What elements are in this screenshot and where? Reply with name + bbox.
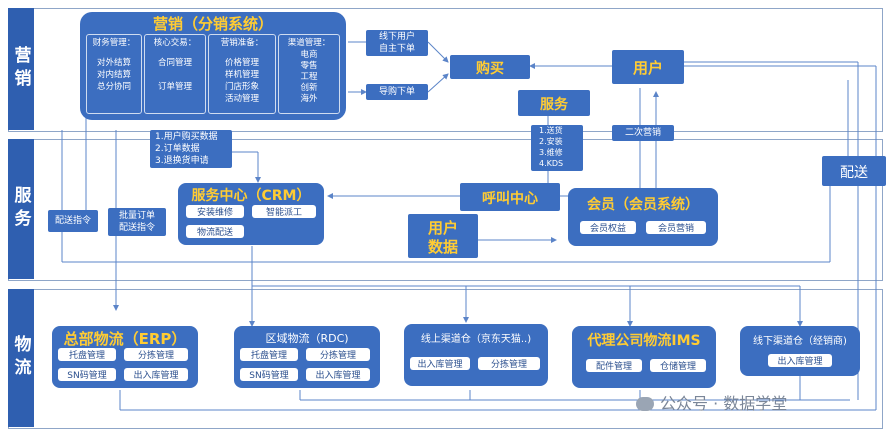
dispatch-command-box: 配送指令 xyxy=(48,210,98,232)
core-trade-group: 核心交易： 合同管理 订单管理 xyxy=(144,34,206,114)
agent-ims-box: 代理公司物流IMS 配件管理 仓储管理 xyxy=(572,326,716,388)
finance-group: 财务管理： 对外结算 对内结算 总分协同 xyxy=(86,34,142,114)
channel-group: 渠道管理： 电商 零售 工程 创新 海外 xyxy=(278,34,340,114)
offline-warehouse-item: 出入库管理 xyxy=(768,354,832,367)
user-data-line1: 用户 xyxy=(427,219,458,237)
guide-order-box: 导购下单 xyxy=(366,84,428,100)
wechat-icon xyxy=(636,397,654,411)
offline-user-line2: 自主下单 xyxy=(378,44,415,54)
batch-order-line1: 批量订单 xyxy=(118,211,155,221)
service-list-item: 4.KDS xyxy=(539,159,564,168)
marketing-prep-item: 门店形象 xyxy=(224,82,259,92)
offline-warehouse-title: 线下渠道仓（经销商) xyxy=(753,336,847,347)
finance-header: 财务管理： xyxy=(92,38,136,48)
online-warehouse-item: 出入库管理 xyxy=(410,357,470,370)
service-list-item: 2.安装 xyxy=(539,137,563,146)
erp-box: 总部物流（ERP） 托盘管理 分拣管理 SN码管理 出入库管理 xyxy=(52,326,198,388)
core-trade-header: 核心交易： xyxy=(153,38,197,48)
crm-box: 服务中心（CRM） 安装维修 智能派工 物流配送 xyxy=(178,183,324,245)
erp-item: SN码管理 xyxy=(58,368,116,381)
service-list-box: 1.送货 2.安装 3.维修 4.KDS xyxy=(531,125,583,171)
offline-user-line1: 线下用户 xyxy=(378,32,415,42)
erp-item: 出入库管理 xyxy=(124,368,188,381)
agent-ims-title: 代理公司物流IMS xyxy=(587,333,701,349)
marketing-prep-header: 营销准备： xyxy=(220,38,264,48)
member-title: 会员（会员系统） xyxy=(587,197,699,213)
call-center-box: 呼叫中心 xyxy=(460,183,560,211)
guide-order-label: 导购下单 xyxy=(378,87,415,97)
member-box: 会员（会员系统） 会员权益 会员营销 xyxy=(568,188,718,246)
online-warehouse-title: 线上渠道仓（京东天猫..) xyxy=(420,334,532,345)
rdc-item: 托盘管理 xyxy=(240,348,298,361)
member-item: 会员营销 xyxy=(646,221,706,234)
erp-item: 分拣管理 xyxy=(124,348,188,361)
channel-item: 创新 xyxy=(300,83,318,93)
agent-ims-item: 配件管理 xyxy=(586,359,642,372)
delivery-label: 配送 xyxy=(840,165,868,181)
crm-title: 服务中心（CRM） xyxy=(191,188,311,204)
channel-item: 电商 xyxy=(300,50,318,60)
data-list-item: 1.用户购买数据 xyxy=(155,132,218,142)
erp-title: 总部物流（ERP） xyxy=(63,330,187,348)
offline-warehouse-box: 线下渠道仓（经销商) 出入库管理 xyxy=(740,326,860,376)
secondary-marketing-box: 二次营销 xyxy=(612,125,674,141)
logistics-band-label: 物流 xyxy=(8,289,34,427)
service-list-item: 3.维修 xyxy=(539,148,563,157)
online-warehouse-item: 分拣管理 xyxy=(478,357,540,370)
finance-item: 总分协同 xyxy=(96,82,131,92)
service-list-item: 1.送货 xyxy=(539,126,563,135)
rdc-item: SN码管理 xyxy=(240,368,298,381)
finance-item: 对外结算 xyxy=(96,58,131,68)
channel-header: 渠道管理： xyxy=(287,38,331,48)
member-item: 会员权益 xyxy=(580,221,636,234)
user-data-box: 用户 数据 xyxy=(408,214,478,258)
purchase-box: 购买 xyxy=(450,55,530,79)
core-trade-item: 合同管理 xyxy=(157,58,192,68)
marketing-prep-group: 营销准备： 价格管理 样机管理 门店形象 活动管理 xyxy=(208,34,276,114)
offline-user-box: 线下用户 自主下单 xyxy=(366,30,428,56)
purchase-label: 购买 xyxy=(476,61,504,77)
crm-item: 智能派工 xyxy=(252,205,316,218)
agent-ims-item: 仓储管理 xyxy=(650,359,706,372)
delivery-box: 配送 xyxy=(822,156,886,186)
watermark-text: 公众号 · 数据学堂 xyxy=(660,394,788,413)
rdc-item: 出入库管理 xyxy=(306,368,370,381)
rdc-item: 分拣管理 xyxy=(306,348,370,361)
dispatch-command-label: 配送指令 xyxy=(54,216,91,226)
online-warehouse-box: 线上渠道仓（京东天猫..) 出入库管理 分拣管理 xyxy=(404,324,548,386)
crm-item: 物流配送 xyxy=(186,225,244,238)
user-box: 用户 xyxy=(612,50,684,84)
rdc-title: 区域物流（RDC) xyxy=(265,332,349,345)
batch-order-line2: 配送指令 xyxy=(118,223,155,233)
marketing-prep-item: 样机管理 xyxy=(224,70,259,80)
data-list-box: 1.用户购买数据 2.订单数据 3.退换货申请 xyxy=(150,130,232,168)
call-center-label: 呼叫中心 xyxy=(482,191,538,207)
marketing-band-label: 营销 xyxy=(8,8,34,130)
core-trade-item: 订单管理 xyxy=(157,82,192,92)
secondary-marketing-label: 二次营销 xyxy=(624,128,661,138)
user-data-line2: 数据 xyxy=(427,238,458,256)
marketing-prep-item: 价格管理 xyxy=(224,58,259,68)
batch-order-box: 批量订单 配送指令 xyxy=(108,208,166,236)
erp-item: 托盘管理 xyxy=(58,348,116,361)
watermark: 公众号 · 数据学堂 xyxy=(636,390,787,414)
service-tag-label: 服务 xyxy=(540,97,568,113)
user-label: 用户 xyxy=(632,59,663,77)
service-band-label: 服务 xyxy=(8,139,34,279)
rdc-box: 区域物流（RDC) 托盘管理 分拣管理 SN码管理 出入库管理 xyxy=(234,326,380,388)
data-list-item: 2.订单数据 xyxy=(155,144,200,154)
marketing-prep-item: 活动管理 xyxy=(224,94,259,104)
finance-item: 对内结算 xyxy=(96,70,131,80)
marketing-box-title: 营销（分销系统） xyxy=(152,15,273,33)
data-list-item: 3.退换货申请 xyxy=(155,156,209,166)
channel-item: 工程 xyxy=(300,72,318,82)
channel-item: 零售 xyxy=(300,61,318,71)
crm-item: 安装维修 xyxy=(186,205,244,218)
marketing-distribution-box: 营销（分销系统） 财务管理： 对外结算 对内结算 总分协同 核心交易： 合同管理… xyxy=(80,12,346,120)
channel-item: 海外 xyxy=(300,94,318,104)
service-tag-box: 服务 xyxy=(518,90,590,116)
